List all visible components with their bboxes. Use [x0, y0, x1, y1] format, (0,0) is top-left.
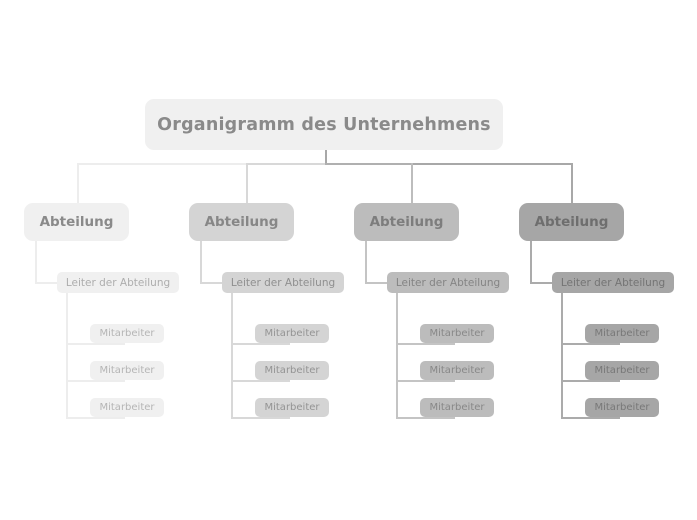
branch-3-emp-spine — [396, 283, 398, 417]
branch-2-emp-stub-2 — [231, 380, 290, 382]
branch-4-emp-stub-2 — [561, 380, 620, 382]
dept-drop-4 — [571, 163, 573, 204]
dept-node-3[interactable]: Abteilung — [354, 203, 459, 241]
branch-2-emp-stub-1 — [231, 343, 290, 345]
leader-node-1[interactable]: Leiter der Abteilung — [57, 272, 179, 293]
leader-node-2[interactable]: Leiter der Abteilung — [222, 272, 344, 293]
employee-node-4-2[interactable]: Mitarbeiter — [585, 361, 659, 380]
employee-node-1-3[interactable]: Mitarbeiter — [90, 398, 164, 417]
branch-3-emp-stub-3 — [396, 417, 455, 419]
bus-segment-4 — [411, 163, 573, 165]
branch-3-emp-stub-2 — [396, 380, 455, 382]
branch-1-emp-stub-1 — [66, 343, 125, 345]
employee-node-4-3[interactable]: Mitarbeiter — [585, 398, 659, 417]
employee-node-2-2[interactable]: Mitarbeiter — [255, 361, 329, 380]
employee-node-3-3[interactable]: Mitarbeiter — [420, 398, 494, 417]
branch-1-emp-stub-2 — [66, 380, 125, 382]
employee-node-4-1[interactable]: Mitarbeiter — [585, 324, 659, 343]
branch-4-spine — [530, 241, 532, 283]
branch-1-spine — [35, 241, 37, 283]
employee-node-2-3[interactable]: Mitarbeiter — [255, 398, 329, 417]
employee-node-1-1[interactable]: Mitarbeiter — [90, 324, 164, 343]
branch-4-emp-stub-1 — [561, 343, 620, 345]
branch-4-emp-spine — [561, 283, 563, 417]
branch-2-emp-spine — [231, 283, 233, 417]
dept-drop-1 — [77, 163, 79, 204]
leader-node-4[interactable]: Leiter der Abteilung — [552, 272, 674, 293]
branch-2-emp-stub-3 — [231, 417, 290, 419]
dept-node-1[interactable]: Abteilung — [24, 203, 129, 241]
employee-node-3-1[interactable]: Mitarbeiter — [420, 324, 494, 343]
employee-node-2-1[interactable]: Mitarbeiter — [255, 324, 329, 343]
branch-3-emp-stub-1 — [396, 343, 455, 345]
dept-node-4[interactable]: Abteilung — [519, 203, 624, 241]
dept-drop-2 — [246, 163, 248, 204]
bus-segment-2 — [246, 163, 326, 165]
branch-3-spine — [365, 241, 367, 283]
branch-1-emp-stub-3 — [66, 417, 125, 419]
leader-node-3[interactable]: Leiter der Abteilung — [387, 272, 509, 293]
employee-node-1-2[interactable]: Mitarbeiter — [90, 361, 164, 380]
dept-drop-3 — [411, 163, 413, 204]
branch-1-emp-spine — [66, 283, 68, 417]
root-node-company[interactable]: Organigramm des Unternehmens — [145, 99, 503, 150]
employee-node-3-2[interactable]: Mitarbeiter — [420, 361, 494, 380]
root-stem — [325, 150, 327, 164]
bus-segment-1 — [77, 163, 247, 165]
bus-segment-3 — [325, 163, 412, 165]
dept-node-2[interactable]: Abteilung — [189, 203, 294, 241]
branch-4-emp-stub-3 — [561, 417, 620, 419]
branch-2-spine — [200, 241, 202, 283]
